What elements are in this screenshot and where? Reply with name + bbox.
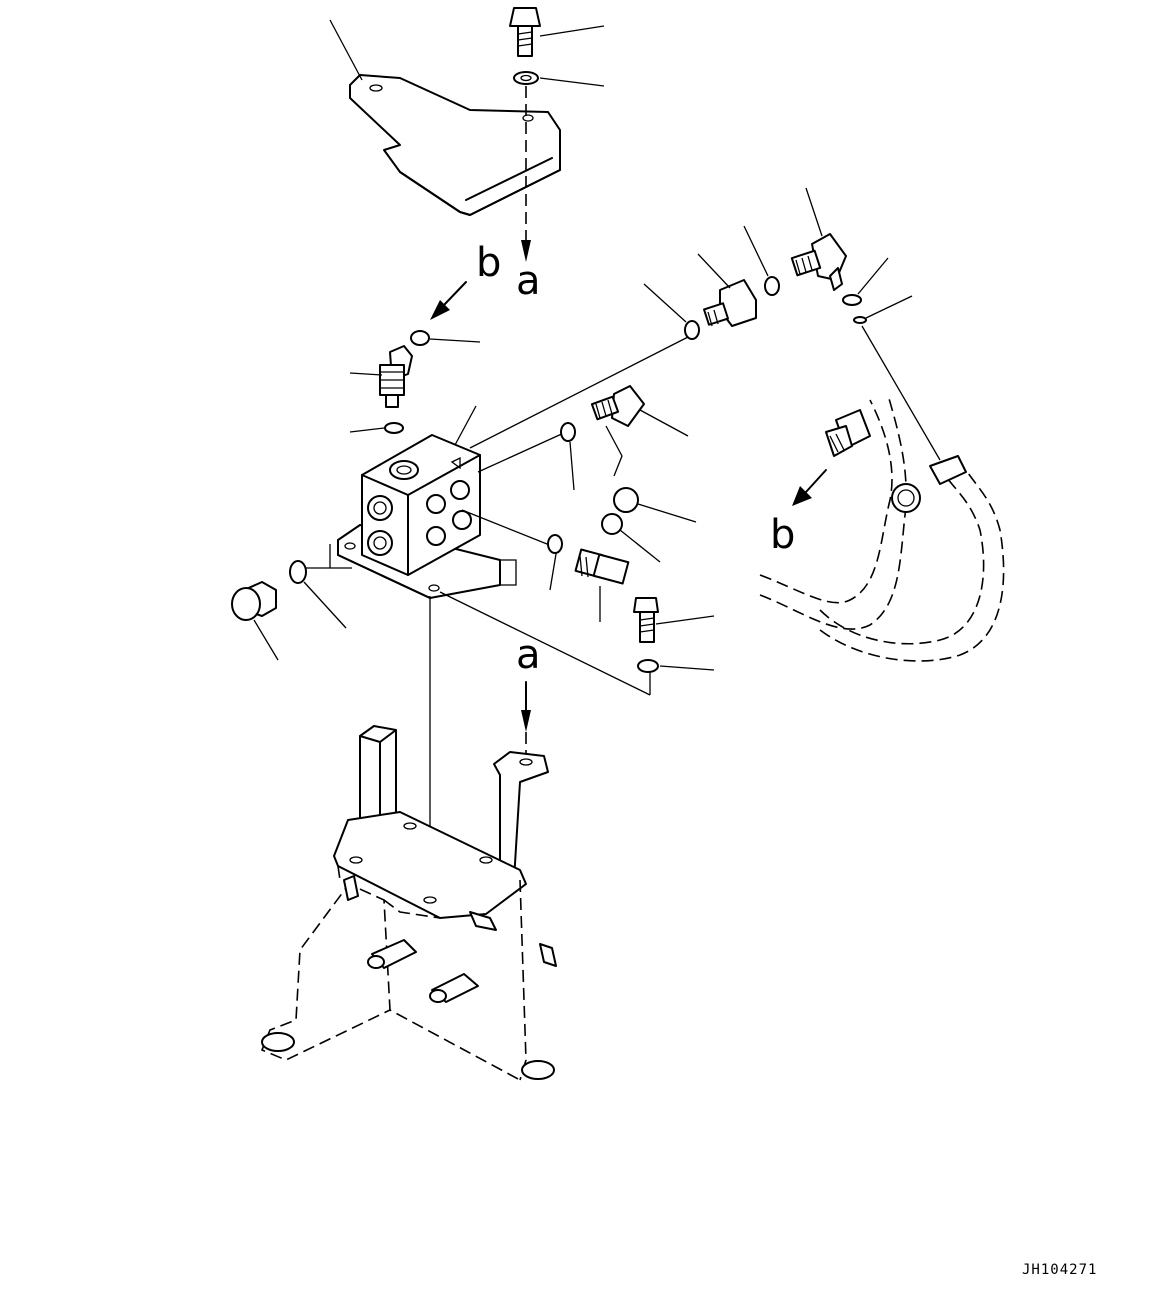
mounting-frame bbox=[260, 725, 557, 1081]
leader-line bbox=[549, 553, 557, 591]
connection-line bbox=[477, 431, 567, 473]
leader-line bbox=[539, 77, 605, 87]
leader-line bbox=[697, 253, 731, 289]
o-ring bbox=[764, 276, 780, 296]
hose-assembly bbox=[759, 394, 1005, 662]
leader-line bbox=[857, 257, 889, 295]
pressure-sensor bbox=[574, 548, 630, 585]
leader-line bbox=[429, 338, 481, 343]
top-washer bbox=[513, 71, 539, 85]
leader-line bbox=[329, 19, 363, 81]
leader-line bbox=[643, 283, 687, 323]
washer bbox=[637, 659, 659, 673]
leader-line bbox=[639, 409, 689, 437]
leader-line bbox=[865, 295, 913, 319]
leader-line bbox=[743, 225, 769, 277]
arrow-b-left-head bbox=[430, 300, 450, 320]
view-label-b-right: b bbox=[770, 512, 795, 558]
connection-line bbox=[439, 591, 651, 696]
leader-line bbox=[655, 615, 715, 625]
leader-line bbox=[454, 405, 477, 446]
connection-line bbox=[469, 335, 691, 449]
plug bbox=[231, 581, 277, 621]
o-ring bbox=[842, 294, 862, 306]
elbow-fitting bbox=[379, 345, 413, 408]
o-ring bbox=[613, 487, 639, 513]
o-ring bbox=[684, 320, 700, 340]
leader-line bbox=[303, 581, 347, 629]
arrow-b-right-head bbox=[792, 486, 812, 506]
adapter-fitting bbox=[703, 279, 757, 327]
o-ring bbox=[410, 330, 430, 346]
leader-line bbox=[637, 503, 697, 523]
leader-line bbox=[569, 441, 575, 491]
leader-line bbox=[539, 25, 605, 37]
connection-line bbox=[861, 325, 941, 461]
leader-line bbox=[349, 372, 383, 376]
arrow-a-bottom-head bbox=[521, 710, 531, 732]
connection-line bbox=[461, 509, 553, 547]
arrow-a-top bbox=[521, 240, 531, 262]
o-ring bbox=[601, 513, 623, 535]
view-label-a-bottom: a bbox=[516, 632, 541, 678]
view-label-a-top: a bbox=[516, 258, 541, 304]
leader-line bbox=[253, 619, 279, 661]
valve-block bbox=[337, 434, 501, 599]
leader-line bbox=[349, 427, 385, 433]
o-ring bbox=[289, 560, 307, 584]
leader-line bbox=[619, 529, 661, 563]
o-ring bbox=[384, 422, 404, 434]
pressure-switch bbox=[590, 385, 645, 427]
cover-plate bbox=[349, 74, 561, 216]
o-ring bbox=[560, 422, 576, 442]
o-ring bbox=[547, 534, 563, 554]
elbow-switch bbox=[790, 233, 847, 291]
leader-line bbox=[659, 665, 715, 671]
leader-line bbox=[605, 425, 623, 477]
top-bolt bbox=[509, 7, 541, 57]
leader-line bbox=[805, 187, 823, 237]
o-ring bbox=[853, 316, 867, 324]
arrow-b-left-shaft bbox=[443, 281, 467, 306]
bolt bbox=[633, 597, 659, 643]
drawing-code: JH104271 bbox=[1022, 1262, 1097, 1278]
view-label-b-left: b bbox=[476, 240, 501, 286]
arrow-b-right-shaft bbox=[805, 469, 827, 493]
